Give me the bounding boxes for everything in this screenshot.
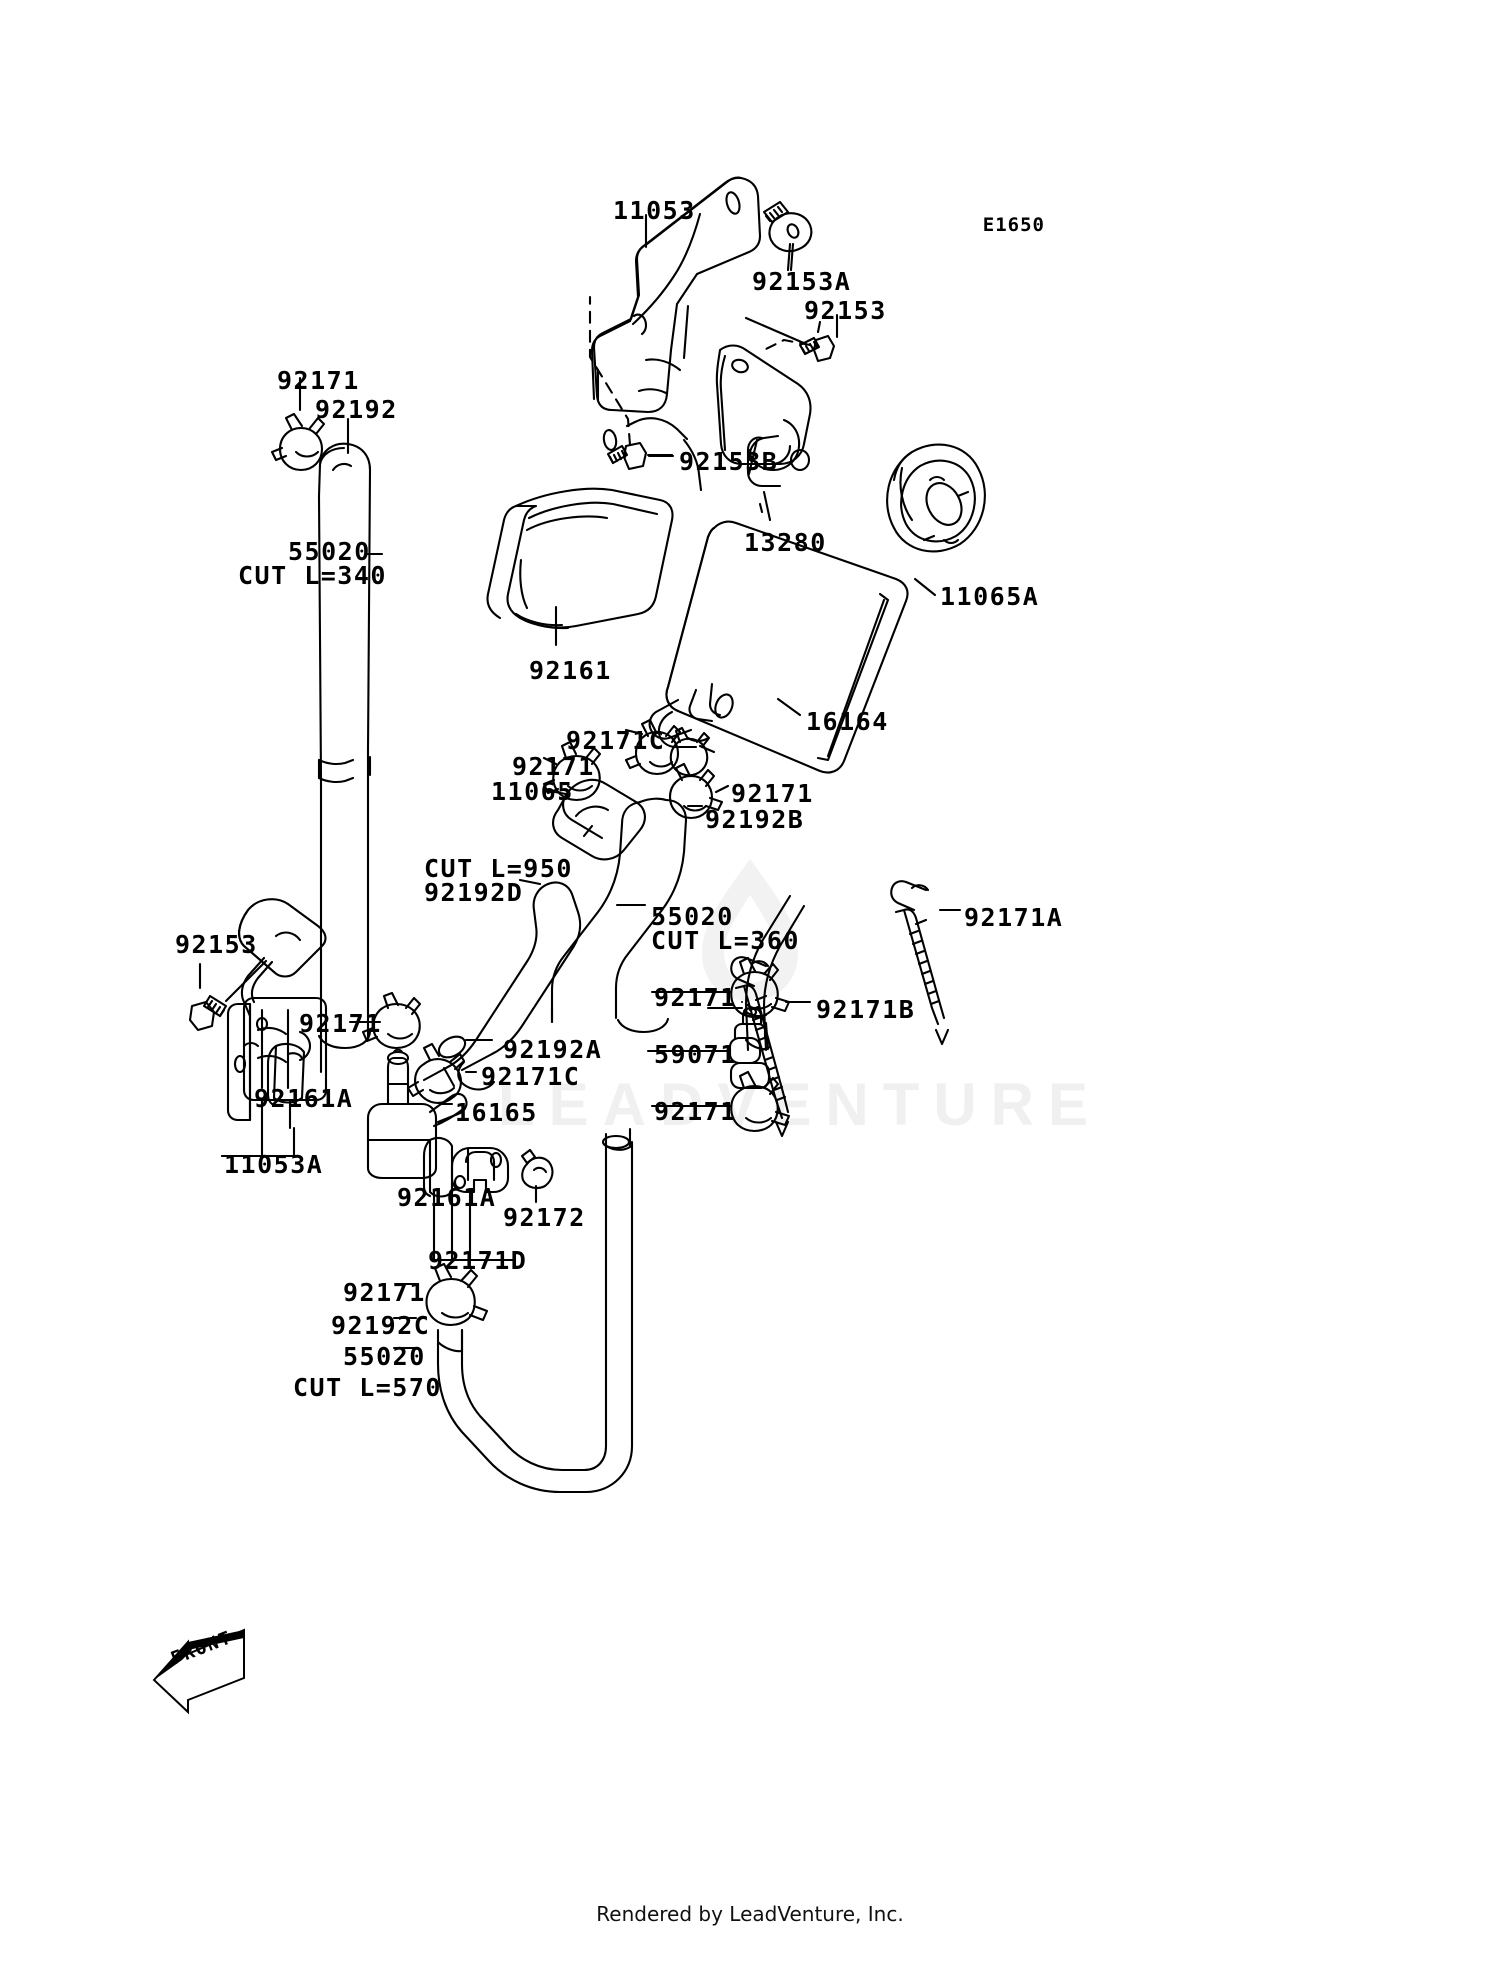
part-label-92171C-b[interactable]: 92171C xyxy=(481,1062,581,1091)
part-label-92153B[interactable]: 92153B xyxy=(679,447,779,476)
part-label-92153-b[interactable]: 92153 xyxy=(175,930,258,959)
part-11053A-bracket xyxy=(226,898,328,1122)
part-label-cut340[interactable]: CUT L=340 xyxy=(238,561,387,590)
part-92171C-clamp-canister xyxy=(624,718,711,777)
part-92171-clamp-above-59071 xyxy=(730,956,791,1019)
part-92161-damper xyxy=(486,487,674,630)
leader-92161A-center-1 xyxy=(432,1190,516,1262)
part-label-cut360[interactable]: CUT L=360 xyxy=(651,926,800,955)
part-label-92161[interactable]: 92161 xyxy=(529,656,612,685)
part-label-16164[interactable]: 16164 xyxy=(806,707,889,736)
part-92171D-clamp xyxy=(425,1262,489,1327)
part-label-cut570[interactable]: CUT L=570 xyxy=(293,1373,442,1402)
part-16164-canister xyxy=(648,520,909,774)
part-label-92172[interactable]: 92172 xyxy=(503,1203,586,1232)
part-label-92192B[interactable]: 92192B xyxy=(705,805,805,834)
part-92171-clamp-top xyxy=(270,386,326,472)
footer-credit: Rendered by LeadVenture, Inc. xyxy=(596,1902,904,1926)
part-13280-holder xyxy=(715,344,812,514)
leader-11065A xyxy=(913,577,937,597)
part-92192C-hose-bottom xyxy=(436,1127,634,1494)
part-label-13280[interactable]: 13280 xyxy=(744,528,827,557)
part-label-92192A[interactable]: 92192A xyxy=(503,1035,603,1064)
part-label-92171-a[interactable]: 92171 xyxy=(277,366,360,395)
leader-92171-mid xyxy=(542,756,558,766)
part-92171B-cable-tie xyxy=(730,956,790,1138)
part-92171-clamp-right xyxy=(668,762,724,820)
part-11065A-cap xyxy=(886,443,986,553)
part-label-92171A[interactable]: 92171A xyxy=(964,903,1064,932)
part-92171-clamp-mid xyxy=(542,740,602,802)
leader-16164 xyxy=(776,697,802,717)
part-label-11053[interactable]: 11053 xyxy=(613,196,696,225)
part-label-55020-340[interactable]: 55020 xyxy=(288,537,371,566)
watermark-text: LEADVENTURE xyxy=(498,1071,1103,1138)
leader-92153A xyxy=(789,242,795,272)
part-label-92153A[interactable]: 92153A xyxy=(752,267,852,296)
part-92171C-clamp-lower xyxy=(406,1042,466,1104)
part-92161A-damper-left xyxy=(266,1042,306,1108)
part-label-92171C-a[interactable]: 92171C xyxy=(566,726,666,755)
part-label-11065[interactable]: 11065 xyxy=(491,777,574,806)
front-direction-marker: FRONT xyxy=(148,1620,258,1715)
part-label-55020-360[interactable]: 55020 xyxy=(651,902,734,931)
part-92171A-cable-tie xyxy=(890,880,950,1046)
leader-92171C-canister xyxy=(624,728,644,736)
part-label-92161A-b[interactable]: 92161A xyxy=(397,1183,497,1212)
part-label-92171-e[interactable]: 92171 xyxy=(299,1009,382,1038)
part-11053-bracket xyxy=(590,176,762,492)
part-label-92171D[interactable]: 92171D xyxy=(428,1246,528,1275)
part-label-92171B[interactable]: 92171B xyxy=(816,995,916,1024)
part-label-92171-c[interactable]: 92171 xyxy=(731,779,814,808)
part-label-55020-570[interactable]: 55020 xyxy=(343,1342,426,1371)
part-label-92192C[interactable]: 92192C xyxy=(331,1311,431,1340)
part-label-11053A[interactable]: 11053A xyxy=(224,1150,324,1179)
part-11065-cap xyxy=(552,778,646,861)
leader-13280 xyxy=(762,490,772,522)
part-92171-clamp-tube-low xyxy=(348,991,422,1050)
part-label-59071[interactable]: 59071 xyxy=(654,1040,737,1069)
sheet-code: E1650 xyxy=(982,214,1045,236)
part-label-16165[interactable]: 16165 xyxy=(455,1098,538,1127)
part-label-92171-d[interactable]: 92171 xyxy=(654,983,737,1012)
part-92153-bolt-lower xyxy=(188,959,268,1032)
part-92161A-clamp-bracket xyxy=(450,1146,510,1194)
part-92153-bolt xyxy=(744,316,836,363)
part-label-92171-g[interactable]: 92171 xyxy=(343,1278,426,1307)
part-label-92192[interactable]: 92192 xyxy=(315,395,398,424)
part-label-cut950[interactable]: CUT L=950 xyxy=(424,854,573,883)
part-label-92153[interactable]: 92153 xyxy=(804,296,887,325)
part-92172-rivet xyxy=(520,1148,554,1204)
part-label-92192D[interactable]: 92192D xyxy=(424,878,524,907)
leader-92171-right xyxy=(714,784,730,794)
part-label-92161A-a[interactable]: 92161A xyxy=(254,1084,354,1113)
leader-11053A-2 xyxy=(220,1126,296,1158)
leader-92192D xyxy=(518,878,542,886)
part-label-11065A[interactable]: 11065A xyxy=(940,582,1040,611)
part-92153A-bolt xyxy=(762,200,813,272)
part-label-92171-f[interactable]: 92171 xyxy=(654,1097,737,1126)
part-label-92171-b[interactable]: 92171 xyxy=(512,752,595,781)
part-92192D-tube xyxy=(422,881,582,1091)
